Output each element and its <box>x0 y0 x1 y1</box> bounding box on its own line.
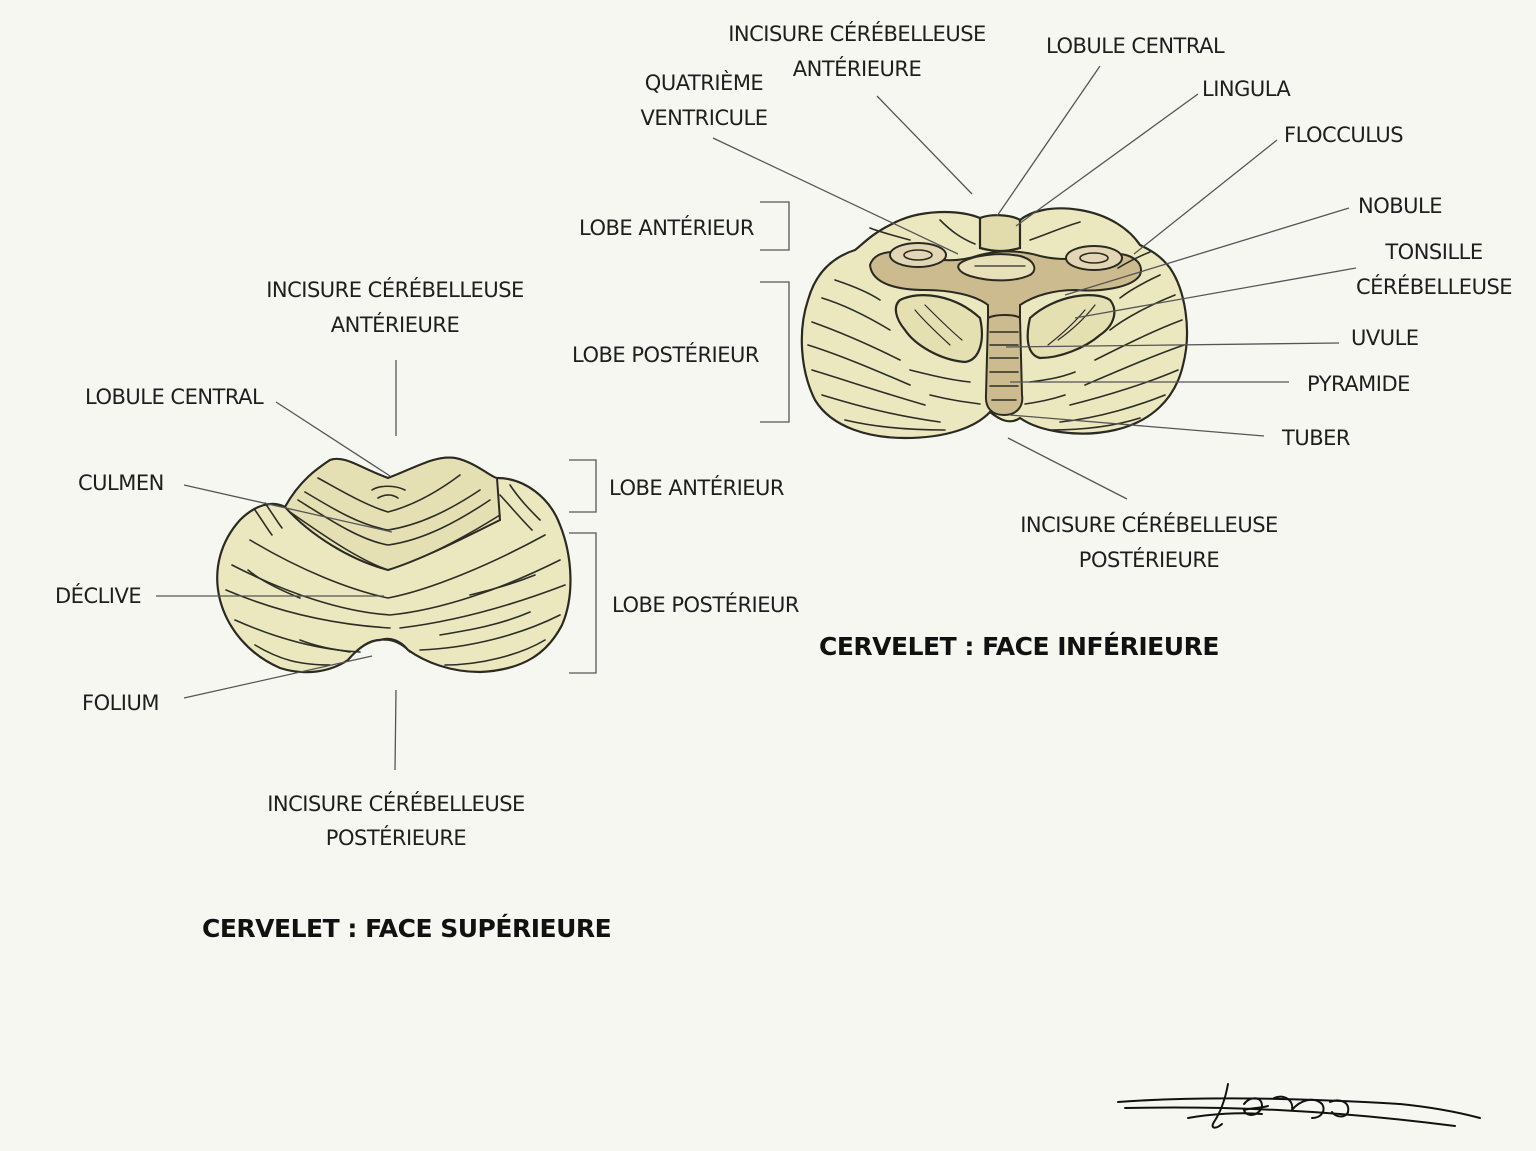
label-lobule-central: LOBULE CENTRAL <box>85 385 264 409</box>
label-lobe-anterieur: LOBE ANTÉRIEUR <box>609 475 784 500</box>
label-incisure-posterieure-line1: INCISURE CÉRÉBELLEUSE <box>267 791 525 816</box>
label-incisure-anterieure-line2: ANTÉRIEURE <box>793 56 921 81</box>
label-uvule: UVULE <box>1351 326 1419 350</box>
inferior-leader-lines <box>712 65 1357 500</box>
label-lobe-posterieur: LOBE POSTÉRIEUR <box>572 342 759 367</box>
label-incisure-anterieure-line1: INCISURE CÉRÉBELLEUSE <box>728 21 986 46</box>
label-incisure-posterieure-line2: POSTÉRIEURE <box>326 825 466 850</box>
signature <box>1117 1083 1481 1129</box>
label-flocculus: FLOCCULUS <box>1284 123 1403 147</box>
label-quatrieme-ventricule-line1: QUATRIÈME <box>645 70 763 95</box>
inferior-face-drawing <box>800 207 1189 440</box>
label-tonsille-line1: TONSILLE <box>1384 240 1482 264</box>
label-nobule: NOBULE <box>1358 194 1442 218</box>
superior-labels: INCISURE CÉRÉBELLEUSE ANTÉRIEURE LOBULE … <box>55 277 799 943</box>
superior-face-drawing <box>216 456 572 674</box>
label-folium: FOLIUM <box>82 691 159 715</box>
label-incisure-anterieure-line2: ANTÉRIEURE <box>331 312 459 337</box>
inferior-labels: INCISURE CÉRÉBELLEUSE ANTÉRIEURE QUATRIÈ… <box>572 21 1513 661</box>
label-incisure-anterieure-line1: INCISURE CÉRÉBELLEUSE <box>266 277 524 302</box>
label-lobe-posterieur: LOBE POSTÉRIEUR <box>612 592 799 617</box>
label-culmen: CULMEN <box>78 471 164 495</box>
label-tonsille-line2: CÉRÉBELLEUSE <box>1356 274 1512 299</box>
title-face-inferieure: CERVELET : FACE INFÉRIEURE <box>819 632 1219 661</box>
label-incisure-posterieure-line1: INCISURE CÉRÉBELLEUSE <box>1020 512 1278 537</box>
label-tuber: TUBER <box>1281 426 1350 450</box>
label-pyramide: PYRAMIDE <box>1307 372 1410 396</box>
label-lobe-anterieur: LOBE ANTÉRIEUR <box>579 215 754 240</box>
label-quatrieme-ventricule-line2: VENTRICULE <box>641 106 768 130</box>
title-face-superieure: CERVELET : FACE SUPÉRIEURE <box>202 914 611 943</box>
superior-leader-lines <box>156 360 597 771</box>
label-incisure-posterieure-line2: POSTÉRIEURE <box>1079 547 1219 572</box>
label-lingula: LINGULA <box>1202 77 1291 101</box>
label-declive: DÉCLIVE <box>55 583 141 608</box>
label-lobule-central: LOBULE CENTRAL <box>1046 34 1225 58</box>
